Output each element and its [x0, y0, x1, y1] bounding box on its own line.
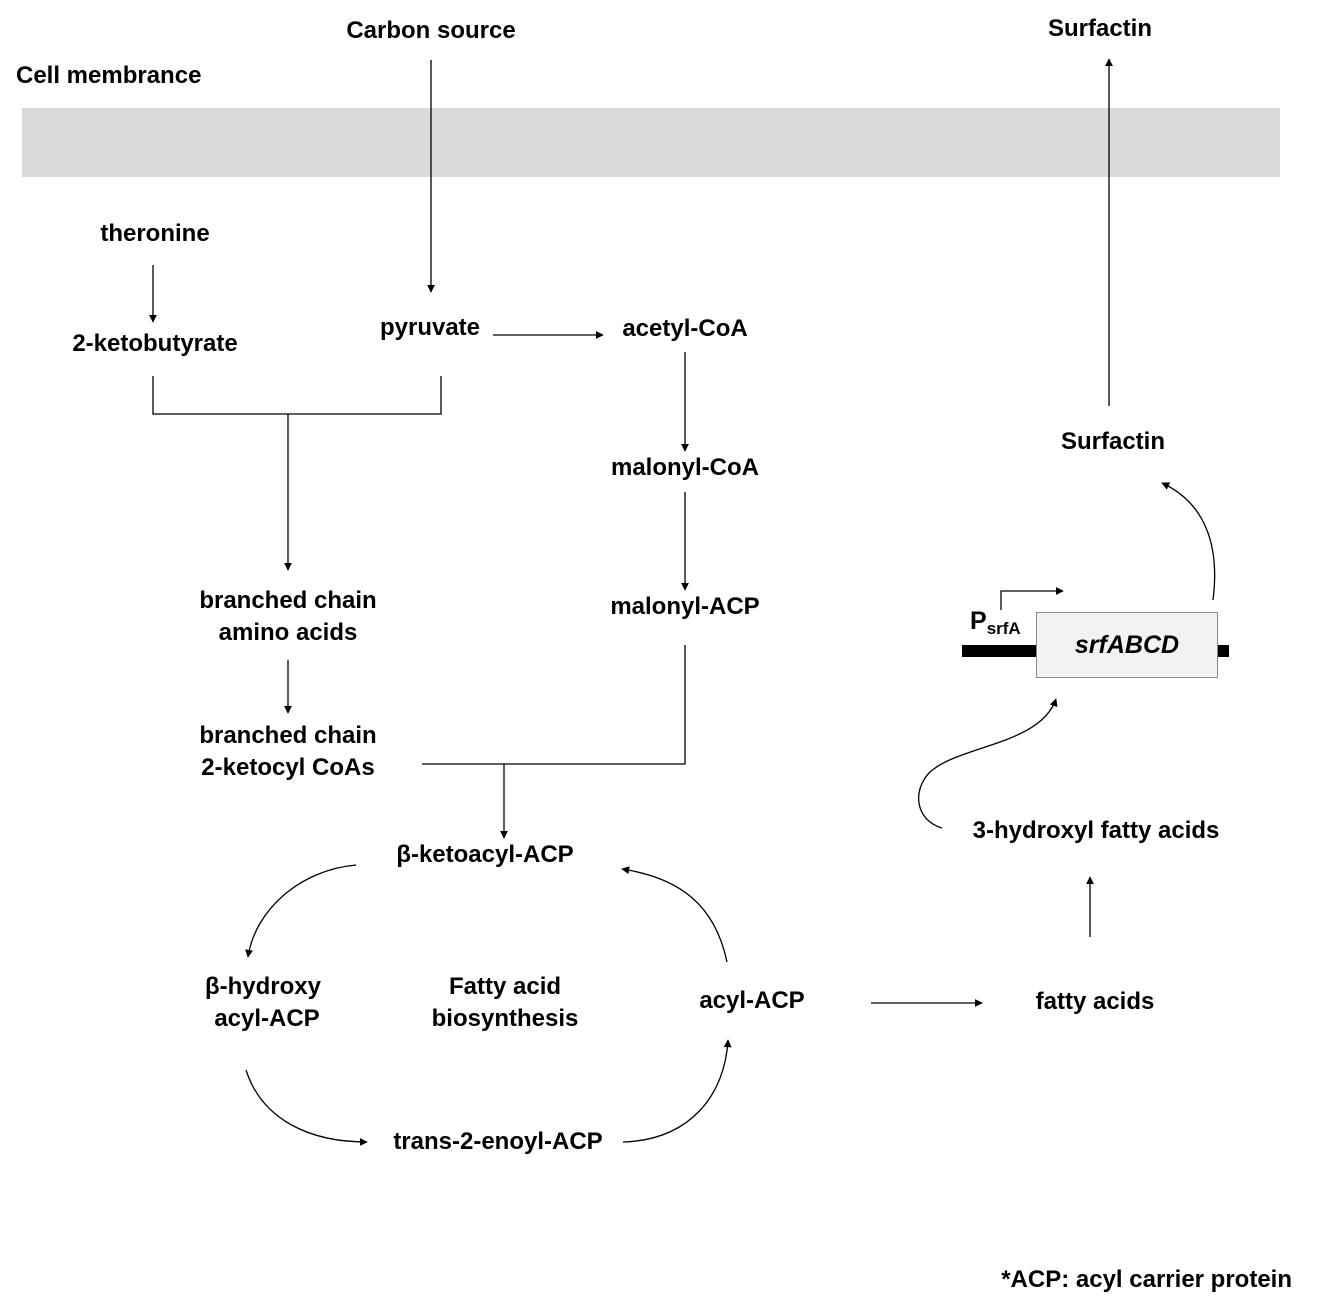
promoter-arrow — [1000, 587, 1064, 610]
ketobutyrate-node: 2-ketobutyrate — [72, 330, 238, 357]
surfactin-outside-node: Surfactin — [1047, 15, 1152, 42]
acyl-acp-node: acyl-ACP — [699, 987, 805, 1014]
join-bracket-top — [152, 376, 442, 415]
arrow-ketoacyl-to-hydroxy — [245, 864, 357, 958]
pyruvate-node: pyruvate — [379, 314, 481, 341]
arrow-enoyl-to-acyl — [622, 1039, 732, 1143]
acp-footnote: *ACP: acyl carrier protein — [1001, 1266, 1292, 1293]
hydroxy-acyl-node-line2: acyl-ACP — [214, 1005, 320, 1032]
bcaa-node-line2: amino acids — [218, 619, 358, 646]
cell-membrane-label: Cell membrance — [16, 62, 202, 89]
dna-strand-right — [1218, 645, 1229, 657]
malonyl-acp-node: malonyl-ACP — [610, 593, 760, 620]
carbon-source-node: Carbon source — [346, 17, 516, 44]
promoter-label: PsrfA — [970, 606, 1021, 644]
malonyl-coa-node: malonyl-CoA — [610, 454, 759, 481]
arrow-hydroxyl-to-operon — [918, 698, 1058, 829]
enoyl-acp-node: trans-2-enoyl-ACP — [393, 1128, 603, 1155]
arrow-acyl-to-ketoacyl — [621, 866, 728, 963]
hydroxy-acyl-node-line1: β-hydroxy — [204, 973, 321, 1000]
join-bracket-bottom — [422, 645, 686, 765]
operon-label: srfABCD — [1074, 630, 1180, 659]
cell-membrane-band — [22, 108, 1280, 177]
surfactin-inside-node: Surfactin — [1060, 428, 1165, 455]
srfabcd-operon-box: srfABCD — [1036, 612, 1218, 678]
dna-strand-left — [962, 645, 1036, 657]
ketoacyl-acp-node: β-ketoacyl-ACP — [396, 841, 574, 868]
bckc-node-line1: branched chain — [199, 722, 377, 749]
fatty-acid-biosynthesis-line2: biosynthesis — [431, 1005, 579, 1032]
theronine-node: theronine — [100, 220, 210, 247]
promoter-main-text: P — [970, 607, 987, 635]
promoter-subscript: srfA — [986, 619, 1021, 638]
hydroxyl-fatty-acids-node: 3-hydroxyl fatty acids — [972, 817, 1220, 844]
fatty-acids-node: fatty acids — [1035, 988, 1155, 1015]
arrow-hydroxy-to-enoyl — [245, 1069, 368, 1146]
acetyl-coa-node: acetyl-CoA — [622, 315, 748, 342]
fatty-acid-biosynthesis-line1: Fatty acid — [448, 973, 562, 1000]
bcaa-node-line1: branched chain — [199, 587, 377, 614]
arrow-operon-to-surfactin — [1161, 482, 1216, 601]
bckc-node-line2: 2-ketocyl CoAs — [201, 754, 375, 781]
